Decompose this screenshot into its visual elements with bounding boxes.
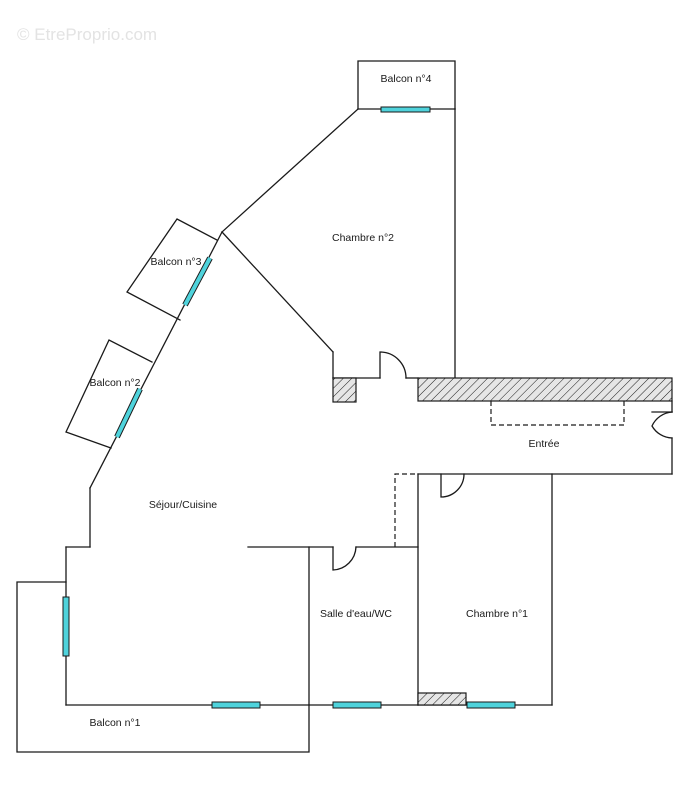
entree-cupboard <box>490 401 625 426</box>
window-salle-eau <box>332 701 382 709</box>
label-chambre2: Chambre n°2 <box>332 232 394 244</box>
label-balcon3: Balcon n°3 <box>151 256 202 268</box>
window-balcon3-fill <box>183 257 212 306</box>
balcon3-outline <box>126 218 218 321</box>
chambre1-door <box>440 473 465 498</box>
window-sejour-bottom <box>211 701 261 709</box>
diagonal-north-wall <box>221 108 359 233</box>
dashed-partition <box>394 473 418 547</box>
label-sejour: Séjour/Cuisine <box>149 499 217 511</box>
label-balcon2: Balcon n°2 <box>90 377 141 389</box>
hatched-wall-entree <box>417 377 673 402</box>
chambre2-diagonal-partition <box>221 231 334 353</box>
balcon4-outline <box>357 60 456 110</box>
label-entree: Entrée <box>529 438 560 450</box>
entree-door <box>651 411 673 439</box>
label-chambre1: Chambre n°1 <box>466 608 528 620</box>
window-sejour-left <box>62 596 70 657</box>
balcon2-outline <box>65 339 153 449</box>
pillar-bottom <box>417 692 467 706</box>
label-balcon4: Balcon n°4 <box>381 73 432 85</box>
label-salle-eau: Salle d'eau/WC <box>320 608 392 620</box>
window-chambre1 <box>466 701 516 709</box>
watermark: © EtreProprio.com <box>17 25 157 44</box>
salle-eau-door <box>332 546 357 571</box>
window-balcon4 <box>380 106 431 113</box>
balcon1-outline <box>16 581 310 753</box>
chambre2-door <box>379 351 407 379</box>
window-balcon2-fill <box>115 388 142 438</box>
label-balcon1: Balcon n°1 <box>90 717 141 729</box>
pillar-left <box>332 377 357 403</box>
